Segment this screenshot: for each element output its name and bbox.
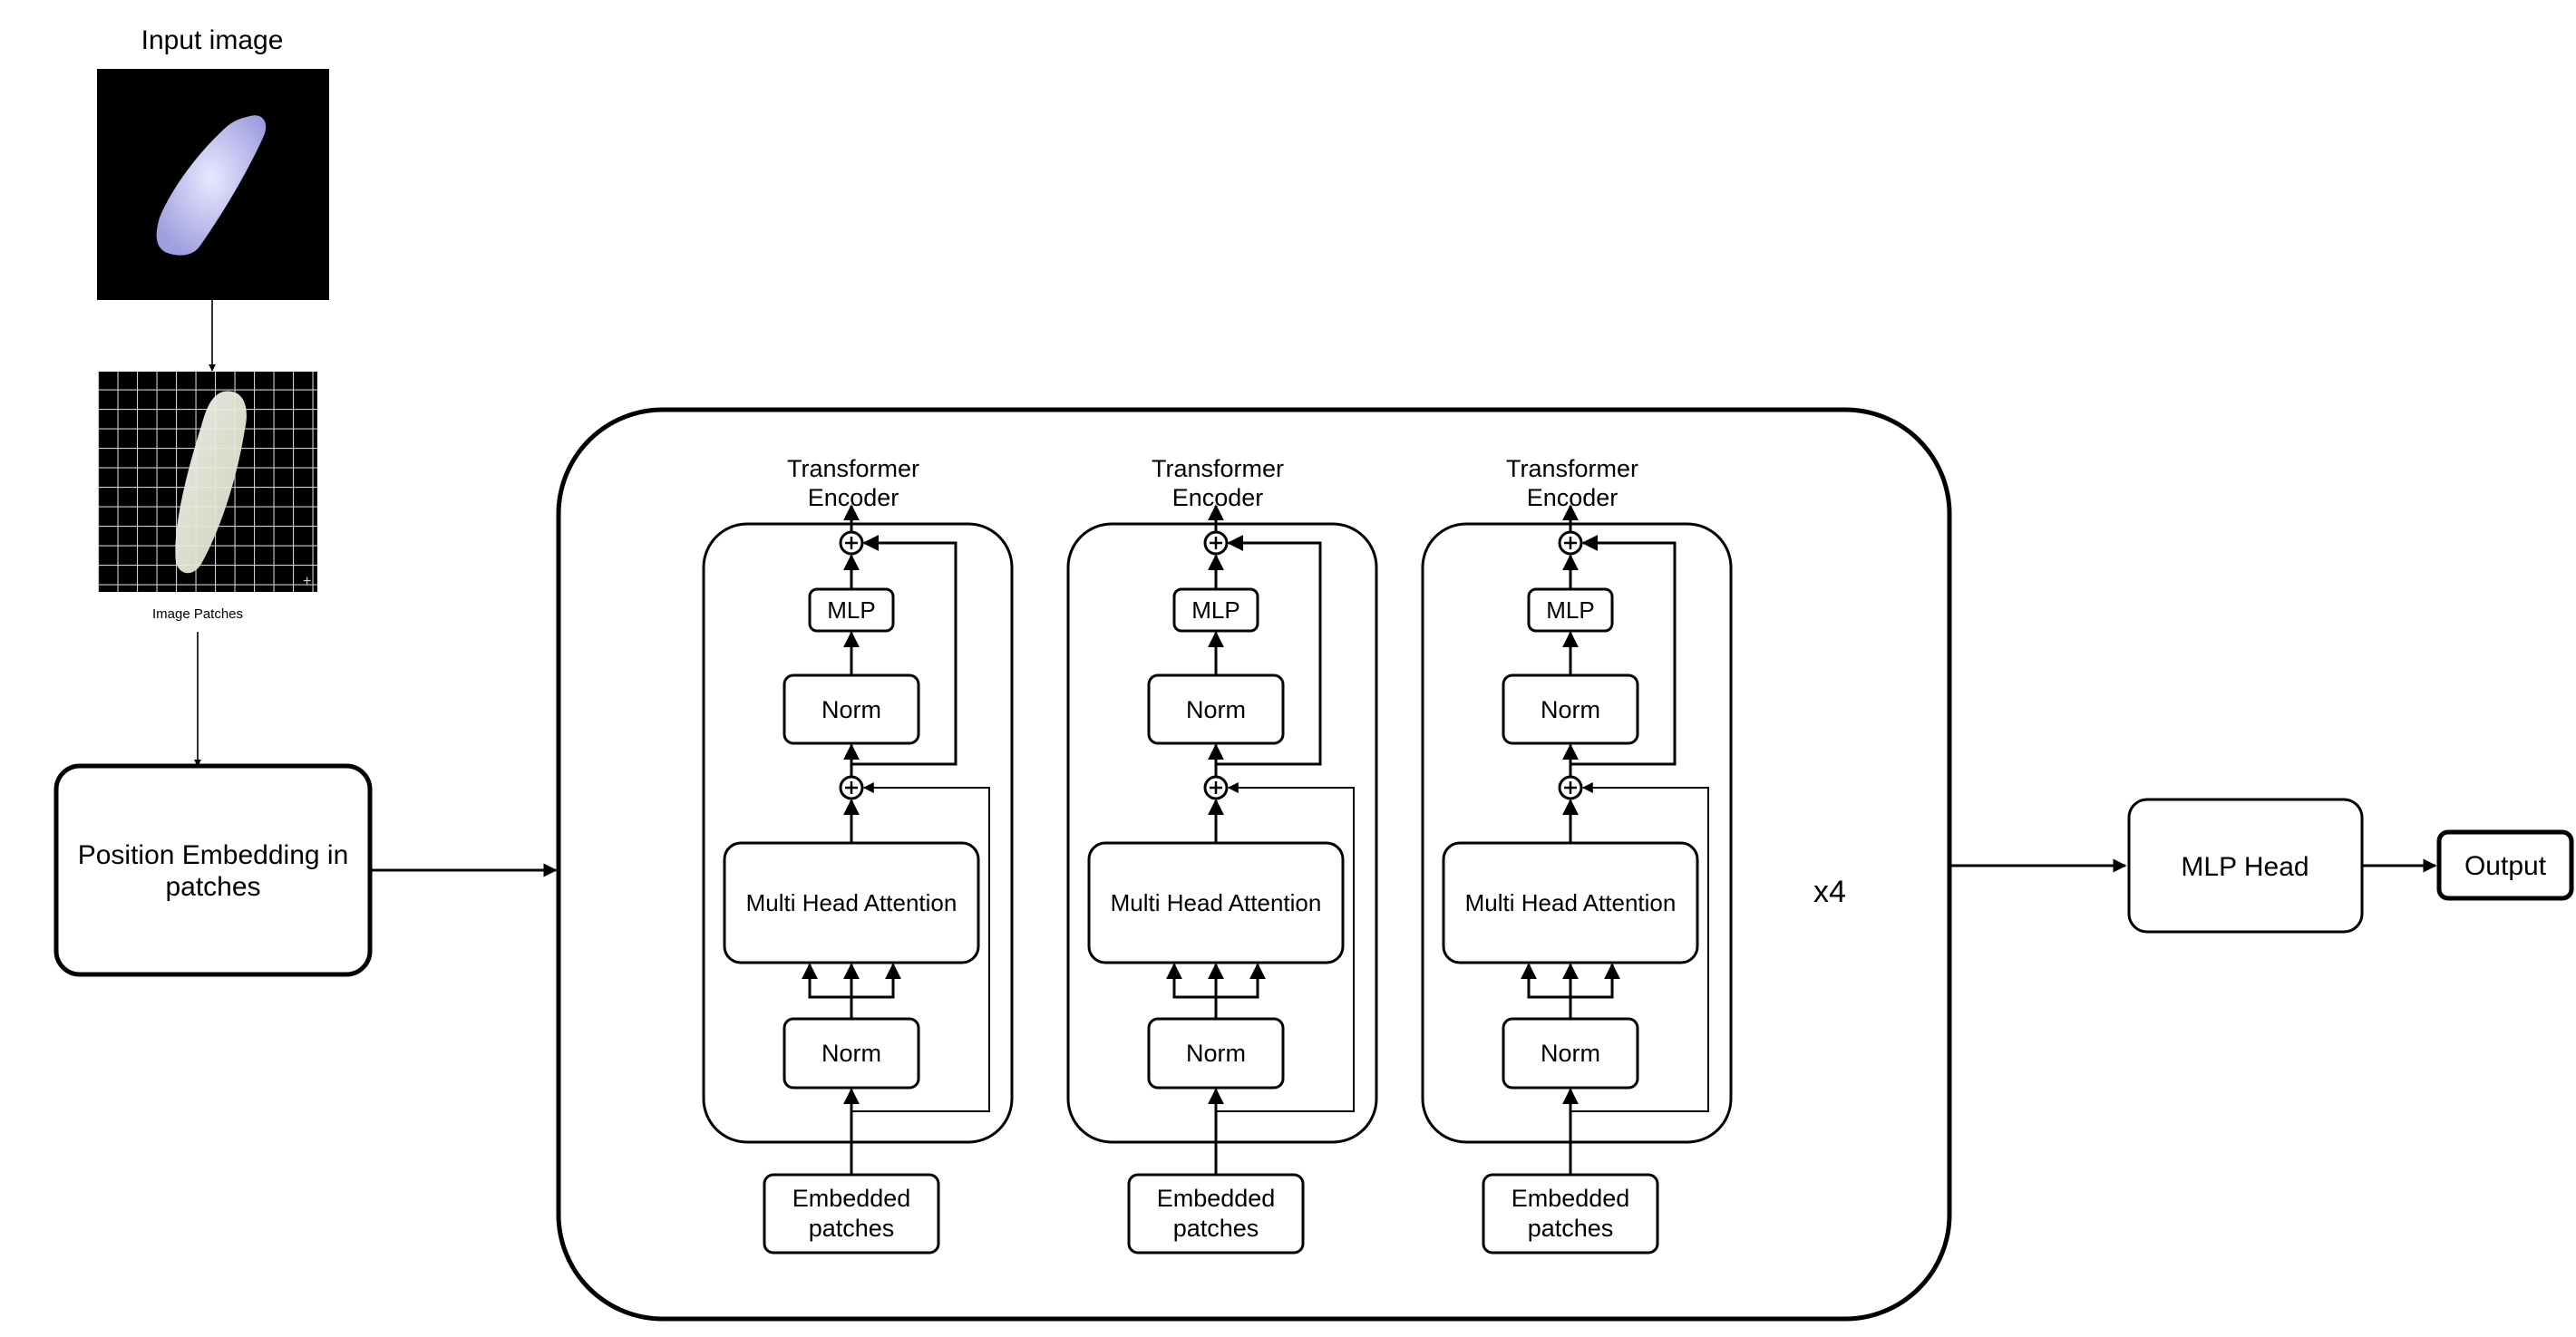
- transformer-encoders: TransformerEncoderEmbeddedpatchesNormMul…: [702, 455, 1733, 1255]
- embedded-patches-line2: patches: [1173, 1215, 1259, 1242]
- encoder-frame: [1421, 522, 1733, 1144]
- transformer-encoder-2: TransformerEncoderEmbeddedpatchesNormMul…: [1066, 455, 1378, 1255]
- residual-connection-1: [851, 782, 990, 1112]
- norm-bottom-label: Norm: [1541, 1040, 1600, 1067]
- mlp-label: MLP: [1546, 596, 1594, 624]
- embedded-patches-line1: Embedded: [1157, 1185, 1276, 1212]
- encoder-frame: [702, 522, 1014, 1144]
- norm-top-label: Norm: [1541, 696, 1600, 723]
- norm-top-label: Norm: [1186, 696, 1246, 723]
- output-label: Output: [2464, 851, 2547, 881]
- norm-bottom-label: Norm: [821, 1040, 881, 1067]
- svg-text:+: +: [303, 574, 311, 589]
- transformer-encoder-1: TransformerEncoderEmbeddedpatchesNormMul…: [702, 455, 1014, 1255]
- residual-connection-2: [1570, 535, 1677, 766]
- input-image-label: Input image: [141, 25, 284, 55]
- residual-connection-1: [1570, 782, 1709, 1112]
- encoder-title-line1: Transformer: [1152, 455, 1284, 482]
- encoder-title-line2: Encoder: [1172, 484, 1264, 511]
- position-embedding-line1: Position Embedding in: [78, 840, 349, 870]
- mlp-head-label: MLP Head: [2181, 852, 2309, 882]
- norm-bottom-label: Norm: [1186, 1040, 1246, 1067]
- input-image: [97, 69, 329, 300]
- arrow-norm-to-mha-key: [1570, 963, 1620, 999]
- image-patches: +: [98, 372, 317, 592]
- embedded-patches-line2: patches: [1528, 1215, 1614, 1242]
- encoder-title-line2: Encoder: [808, 484, 899, 511]
- arrow-norm-to-mha-key: [1216, 963, 1266, 999]
- mlp-label: MLP: [1191, 596, 1239, 624]
- transformer-encoder-3: TransformerEncoderEmbeddedpatchesNormMul…: [1421, 455, 1733, 1255]
- encoder-frame: [1066, 522, 1378, 1144]
- encoder-title-line2: Encoder: [1527, 484, 1619, 511]
- multi-head-attention-label: Multi Head Attention: [1111, 889, 1322, 916]
- repeat-label: x4: [1813, 875, 1846, 909]
- norm-top-label: Norm: [821, 696, 881, 723]
- mlp-label: MLP: [827, 596, 875, 624]
- encoder-title-line1: Transformer: [1506, 455, 1638, 482]
- multi-head-attention-label: Multi Head Attention: [1465, 889, 1677, 916]
- embedded-patches-line1: Embedded: [1512, 1185, 1630, 1212]
- multi-head-attention-label: Multi Head Attention: [746, 889, 957, 916]
- image-patches-label: Image Patches: [152, 606, 243, 622]
- residual-connection-2: [851, 535, 957, 766]
- encoder-title-line1: Transformer: [787, 455, 919, 482]
- embedded-patches-line1: Embedded: [792, 1185, 911, 1212]
- residual-connection-2: [1216, 535, 1322, 766]
- arrow-norm-to-mha-query: [1521, 963, 1570, 999]
- position-embedding-box: [53, 763, 373, 977]
- residual-connection-1: [1216, 782, 1355, 1112]
- embedded-patches-line2: patches: [809, 1215, 895, 1242]
- arrow-norm-to-mha-query: [802, 963, 851, 999]
- output-box: [2436, 829, 2574, 901]
- arrow-norm-to-mha-query: [1166, 963, 1216, 999]
- arrow-norm-to-mha-key: [851, 963, 901, 999]
- position-embedding-line2: patches: [165, 872, 260, 902]
